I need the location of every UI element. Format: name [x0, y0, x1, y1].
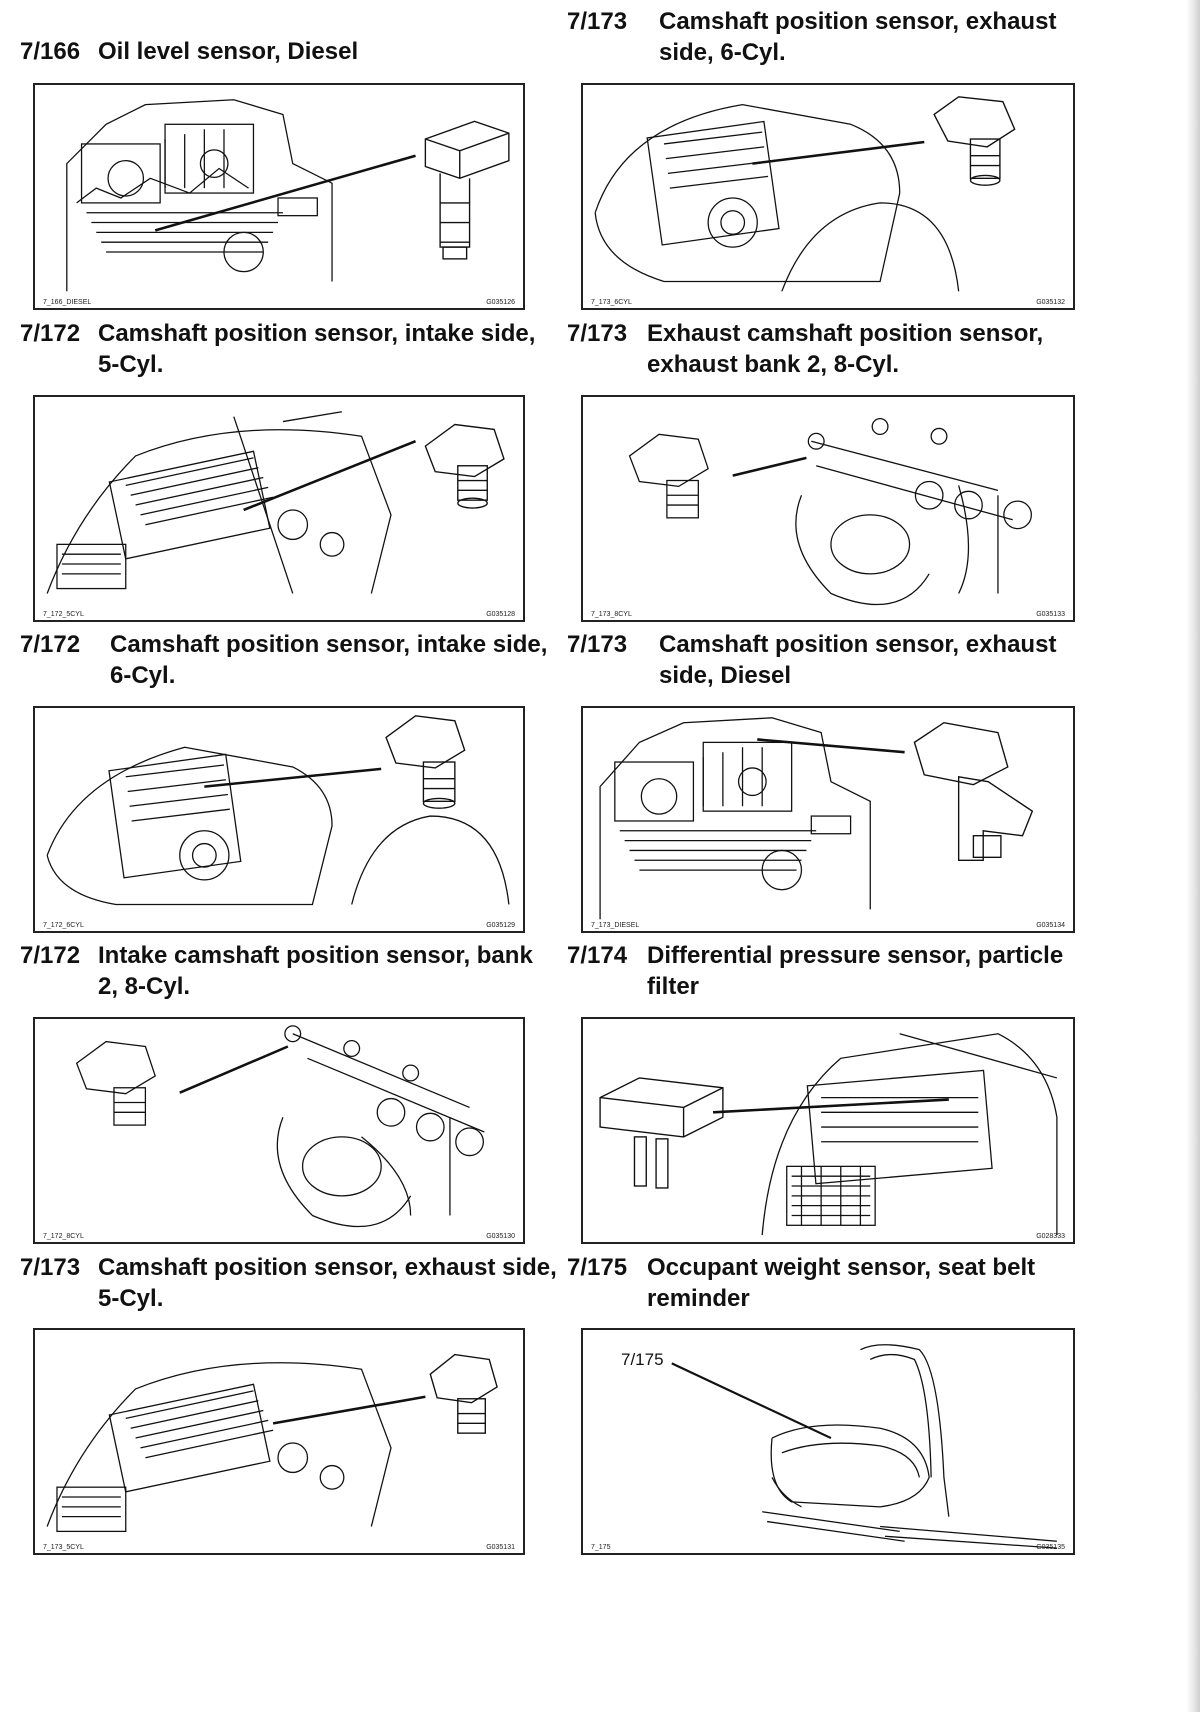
figure-ref-label: G035133 [1036, 611, 1065, 618]
figure-file-label: 7_172_8CYL [43, 1233, 84, 1240]
section-title: Camshaft position sensor, exhaust side, … [98, 1254, 557, 1312]
section-title: Oil level sensor, Diesel [98, 38, 359, 65]
figure-ref-label: G035128 [486, 611, 515, 618]
section-heading: 7/173 Exhaust camshaft position sensor, … [567, 318, 1087, 382]
section-number: 7/173 [20, 1254, 81, 1281]
section-number: 7/172 [20, 631, 81, 658]
callout-label: 7/175 [621, 1350, 664, 1369]
figure-ref-label: G035129 [486, 922, 515, 929]
section-number: 7/166 [20, 38, 81, 65]
engine-illustration [599, 717, 1034, 920]
figure-camshaft-intake-5cyl: 7_172_5CYL G035128 [33, 395, 525, 622]
section-heading: 7/175 Occupant weight sensor, seat belt … [567, 1252, 1087, 1316]
engine-bay-illustration [46, 715, 510, 906]
figure-file-label: 7_173_8CYL [591, 611, 632, 618]
figure-intake-camshaft-bank2-8cyl: 7_172_8CYL G035130 [33, 1017, 525, 1244]
figure-ref-label: G035126 [486, 299, 515, 306]
figure-file-label: 7_173_DIESEL [591, 922, 640, 929]
figure-ref-label: G035132 [1036, 299, 1065, 306]
section-title: Intake camshaft position sensor, bank 2,… [98, 942, 533, 1000]
section-title: Camshaft position sensor, exhaust side, … [659, 631, 1057, 689]
page-edge-shadow [1186, 0, 1200, 1712]
section-title: Camshaft position sensor, exhaust side, … [659, 8, 1057, 66]
figure-ref-label: G035130 [486, 1233, 515, 1240]
section-title: Occupant weight sensor, seat belt remind… [647, 1254, 1036, 1312]
section-heading: 7/173 Camshaft position sensor, exhaust … [20, 1252, 560, 1316]
engine-bay-illustration [46, 1353, 498, 1533]
camshaft-assembly-illustration [628, 417, 1032, 606]
section-number: 7/175 [567, 1254, 628, 1281]
figure-ref-label: G035131 [486, 1544, 515, 1551]
section-number: 7/172 [20, 320, 81, 347]
figure-file-label: 7_173_5CYL [43, 1544, 84, 1551]
section-number: 7/173 [567, 631, 628, 658]
section-heading: 7/166 Oil level sensor, Diesel [20, 36, 560, 68]
figure-file-label: 7_173_6CYL [591, 299, 632, 306]
figure-occupant-weight-sensor: 7/175 7_175 G035135 [581, 1328, 1075, 1555]
figure-differential-pressure-sensor: G028333 [581, 1017, 1075, 1244]
engine-bay-illustration [599, 1033, 1058, 1236]
figure-ref-label: G035135 [1036, 1544, 1065, 1551]
section-heading: 7/173 Camshaft position sensor, exhaust … [567, 6, 1087, 70]
engine-bay-illustration [594, 96, 1016, 292]
engine-bay-illustration [46, 411, 505, 594]
figure-file-label: 7_175 [591, 1544, 611, 1551]
section-heading: 7/172 Intake camshaft position sensor, b… [20, 940, 560, 1004]
section-title: Exhaust camshaft position sensor, exhaus… [647, 320, 1044, 378]
section-number: 7/172 [20, 942, 81, 969]
section-number: 7/173 [567, 320, 628, 347]
section-heading: 7/172 Camshaft position sensor, intake s… [20, 318, 560, 382]
figure-camshaft-exhaust-5cyl: 7_173_5CYL G035131 [33, 1328, 525, 1555]
section-number: 7/173 [567, 8, 628, 35]
figure-ref-label: G028333 [1036, 1233, 1065, 1240]
figure-oil-level-sensor-diesel: 7_166_DIESEL G035126 [33, 83, 525, 310]
section-heading: 7/172 Camshaft position sensor, intake s… [20, 629, 560, 693]
section-title: Camshaft position sensor, intake side, 5… [98, 320, 536, 378]
figure-file-label: 7_172_6CYL [43, 922, 84, 929]
section-heading: 7/173 Camshaft position sensor, exhaust … [567, 629, 1087, 693]
camshaft-assembly-illustration [75, 1025, 485, 1228]
figure-file-label: 7_172_5CYL [43, 611, 84, 618]
seat-illustration [671, 1344, 1057, 1549]
section-number: 7/174 [567, 942, 628, 969]
engine-illustration [66, 99, 510, 292]
figure-camshaft-intake-6cyl: 7_172_6CYL G035129 [33, 706, 525, 933]
section-title: Camshaft position sensor, intake side, 6… [110, 631, 548, 689]
section-heading: 7/174 Differential pressure sensor, part… [567, 940, 1087, 1004]
figure-file-label: 7_166_DIESEL [43, 299, 92, 306]
figure-camshaft-exhaust-6cyl: 7_173_6CYL G035132 [581, 83, 1075, 310]
figure-camshaft-exhaust-diesel: 7_173_DIESEL G035134 [581, 706, 1075, 933]
section-title: Differential pressure sensor, particle f… [647, 942, 1064, 1000]
figure-ref-label: G035134 [1036, 922, 1065, 929]
figure-exhaust-camshaft-bank2-8cyl: 7_173_8CYL G035133 [581, 395, 1075, 622]
